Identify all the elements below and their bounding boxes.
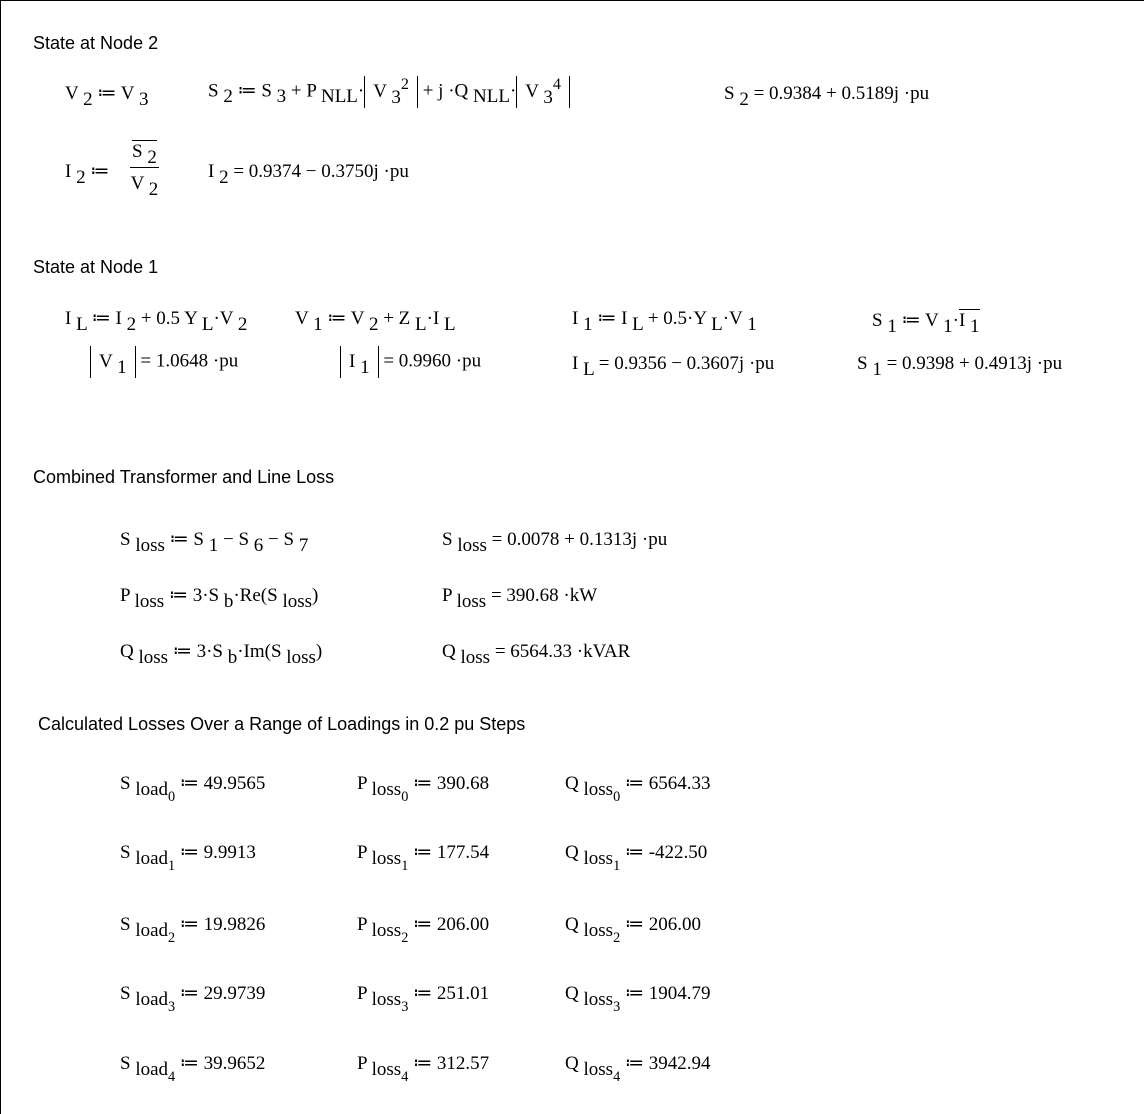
q-loss-value: 1904.79 (648, 983, 711, 1004)
qloss-value: 6564.33 (510, 641, 573, 662)
p-loss-value: 312.57 (436, 1053, 490, 1074)
q-loss-value: 206.00 (648, 914, 701, 935)
s-load-2: S load2 ≔ 19.9826 (120, 914, 266, 947)
v1-mag-unit: pu (219, 350, 239, 372)
ploss-value: 390.68 (506, 585, 559, 606)
s2-value: 0.9384 + 0.5189j (769, 83, 900, 104)
s-load-1: S load1 ≔ 9.9913 (120, 842, 256, 875)
result-i1-mag: I 1 = 0.9960 ·pu (340, 346, 481, 378)
p-loss-value: 251.01 (436, 983, 490, 1004)
q-loss-3: Q loss3 ≔ 1904.79 (565, 983, 711, 1016)
s-load-4: S load4 ≔ 39.9652 (120, 1053, 266, 1086)
q-loss-0: Q loss0 ≔ 6564.33 (565, 773, 711, 806)
q-loss-4: Q loss4 ≔ 3942.94 (565, 1053, 711, 1086)
section-range-heading: Calculated Losses Over a Range of Loadin… (38, 714, 526, 734)
qloss-unit: kVAR (583, 641, 631, 662)
p-loss-1: P loss1 ≔ 177.54 (357, 842, 490, 875)
q-loss-1: Q loss1 ≔ -422.50 (565, 842, 708, 875)
eq-s2-def: S 2 ≔ S 3 + P NLL·V 32 + j ·Q NLL·V 34 (208, 76, 570, 108)
v1-mag-value: 1.0648 (155, 350, 209, 372)
eq-v2-def: V 2 ≔ V 3 (65, 83, 149, 110)
section-node2-heading: State at Node 2 (33, 33, 159, 53)
sloss-value: 0.0078 + 0.1313j (507, 529, 638, 550)
result-s2: S 2 = 0.9384 + 0.5189j ·pu (724, 83, 930, 110)
i2-unit: pu (389, 161, 409, 182)
s-load-value: 39.9652 (203, 1053, 266, 1074)
q-loss-value: 3942.94 (648, 1053, 711, 1074)
q-loss-value: -422.50 (648, 842, 708, 863)
i1-mag-value: 0.9960 (398, 350, 452, 372)
eq-qloss-def: Q loss ≔ 3·S b·Im(S loss) (120, 641, 323, 668)
result-v1-mag: V 1 = 1.0648 ·pu (90, 346, 238, 378)
il-value: 0.9356 − 0.3607j (614, 353, 745, 374)
p-loss-2: P loss2 ≔ 206.00 (357, 914, 490, 947)
p-loss-value: 390.68 (436, 773, 490, 794)
i1-mag-unit: pu (462, 350, 482, 372)
eq-il-def: I L ≔ I 2 + 0.5 Y L·V 2 (65, 308, 248, 335)
result-il: I L = 0.9356 − 0.3607j ·pu (572, 353, 775, 380)
i2-value: 0.9374 − 0.3750j (248, 161, 379, 182)
eq-s1-def: S 1 ≔ V 1·I 1 (872, 309, 980, 337)
ploss-unit: kW (569, 585, 598, 606)
s-load-value: 9.9913 (203, 842, 256, 863)
eq-i2-lhs: I 2 ≔ (65, 161, 110, 188)
s-load-value: 29.9739 (203, 983, 266, 1004)
s-load-0: S load0 ≔ 49.9565 (120, 773, 266, 806)
s-load-value: 19.9826 (203, 914, 266, 935)
result-qloss: Q loss = 6564.33 ·kVAR (442, 641, 631, 668)
il-coef: 0.5 (156, 308, 181, 329)
il-unit: pu (755, 353, 775, 374)
eq-v1-def: V 1 ≔ V 2 + Z L·I L (295, 308, 456, 335)
s2-unit: pu (910, 83, 930, 104)
s-load-3: S load3 ≔ 29.9739 (120, 983, 266, 1016)
p-loss-4: P loss4 ≔ 312.57 (357, 1053, 490, 1086)
p-loss-3: P loss3 ≔ 251.01 (357, 983, 490, 1016)
section-combined-heading: Combined Transformer and Line Loss (33, 467, 335, 487)
eq-sloss-def: S loss ≔ S 1 − S 6 − S 7 (120, 529, 309, 556)
section-node1-heading: State at Node 1 (33, 257, 159, 277)
sloss-unit: pu (648, 529, 668, 550)
s1-unit: pu (1043, 353, 1063, 374)
p-loss-0: P loss0 ≔ 390.68 (357, 773, 490, 806)
s1-value: 0.9398 + 0.4913j (902, 353, 1033, 374)
s-load-value: 49.9565 (203, 773, 266, 794)
q-loss-2: Q loss2 ≔ 206.00 (565, 914, 701, 947)
result-i2: I 2 = 0.9374 − 0.3750j ·pu (208, 161, 409, 188)
result-s1: S 1 = 0.9398 + 0.4913j ·pu (857, 353, 1063, 380)
result-sloss: S loss = 0.0078 + 0.1313j ·pu (442, 529, 668, 556)
result-ploss: P loss = 390.68 ·kW (442, 585, 598, 612)
eq-i1-def: I 1 ≔ I L + 0.5·Y L·V 1 (572, 308, 757, 335)
p-loss-value: 177.54 (436, 842, 490, 863)
eq-ploss-def: P loss ≔ 3·S b·Re(S loss) (120, 585, 319, 612)
q-loss-value: 6564.33 (648, 773, 711, 794)
p-loss-value: 206.00 (436, 914, 490, 935)
